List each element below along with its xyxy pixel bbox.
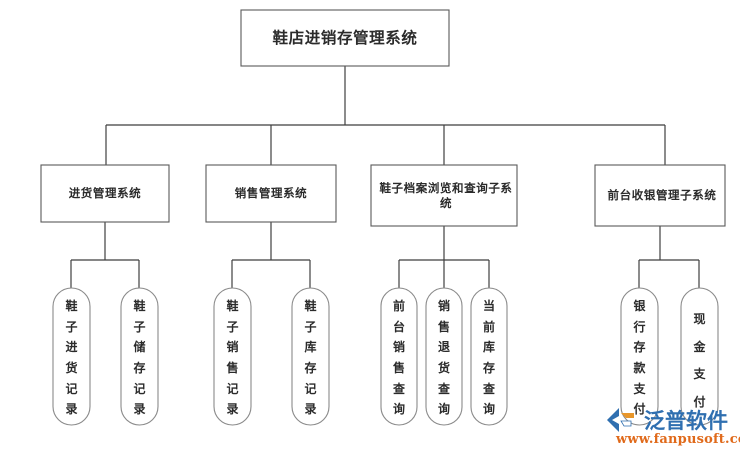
- node-pill-g4-2[interactable]: [680, 287, 719, 426]
- node-pill-g2-2[interactable]: [291, 287, 330, 426]
- node-pill-g3-2[interactable]: [425, 287, 463, 426]
- node-pill-g2-1[interactable]: [213, 287, 252, 426]
- node-level2-box-1[interactable]: [40, 164, 170, 223]
- connector-group4: [638, 226, 700, 288]
- connector-group2: [231, 222, 311, 288]
- node-pill-g4-1[interactable]: [620, 287, 659, 426]
- node-pill-g1-1[interactable]: [52, 287, 91, 426]
- connector-group3: [398, 226, 490, 288]
- node-level2-box-4[interactable]: [594, 164, 726, 227]
- node-level2-box-3[interactable]: [370, 164, 518, 227]
- node-root-box[interactable]: [240, 9, 450, 67]
- node-level2-box-2[interactable]: [205, 164, 337, 223]
- node-pill-g3-1[interactable]: [380, 287, 418, 426]
- node-pill-g3-3[interactable]: [470, 287, 508, 426]
- node-pill-g1-2[interactable]: [120, 287, 159, 426]
- connector-group1: [70, 222, 140, 288]
- connector-level2-bus: [105, 124, 666, 165]
